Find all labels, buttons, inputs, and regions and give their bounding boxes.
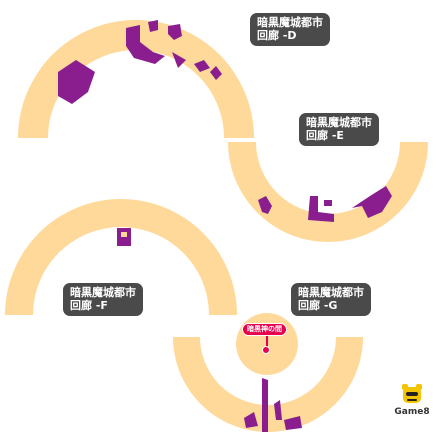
area-label-g-line2: 回廊 -G (298, 299, 338, 312)
corridor-g-ring (173, 337, 363, 432)
corridor-g (173, 337, 363, 432)
corridor-d-ring (18, 20, 254, 138)
corridor-g-block (284, 416, 302, 430)
corridor-e-ring (228, 142, 428, 242)
corridor-e (228, 142, 428, 242)
location-pin-dot (262, 346, 270, 354)
area-label-f: 暗黒魔城都市 回廊 -F (63, 283, 143, 316)
area-label-d-line2: 回廊 -D (257, 29, 297, 42)
area-label-e-line2: 回廊 -E (306, 129, 344, 142)
corridor-f-block-notch (121, 232, 127, 237)
area-label-d: 暗黒魔城都市 回廊 -D (250, 13, 330, 46)
corridor-g-block (274, 400, 282, 420)
area-label-f-line2: 回廊 -F (70, 299, 108, 312)
corridor-d-block (168, 24, 182, 40)
corridor-f-ring (5, 199, 237, 315)
corridor-e-block (324, 200, 332, 206)
area-label-d-line1: 暗黒魔城都市 (257, 16, 323, 29)
corridor-d (18, 20, 254, 138)
area-label-f-line1: 暗黒魔城都市 (70, 286, 136, 299)
corridor-f (5, 199, 237, 315)
corridor-d-block (210, 66, 222, 80)
area-label-e-line1: 暗黒魔城都市 (306, 116, 372, 129)
corridor-d-block (194, 60, 210, 72)
game8-wordmark: Game8 (394, 407, 430, 417)
location-pin-icon (266, 335, 268, 349)
corridor-d-block (126, 25, 165, 64)
area-label-g: 暗黒魔城都市 回廊 -G (291, 283, 371, 316)
corridor-g-block (244, 412, 258, 428)
corridor-e-block (308, 196, 334, 222)
corridor-d-block (148, 20, 158, 32)
corridor-d-block (172, 52, 186, 68)
game8-mascot-icon (402, 384, 422, 403)
area-label-g-line1: 暗黒魔城都市 (298, 286, 364, 299)
area-label-e: 暗黒魔城都市 回廊 -E (299, 113, 379, 146)
corridor-e-block (258, 196, 272, 214)
corridor-d-block (58, 60, 95, 104)
corridor-g-block (262, 378, 268, 432)
corridor-e-block (352, 186, 392, 218)
game8-logo: Game8 (388, 383, 436, 423)
shrine-label: 暗黒神の間 (242, 323, 287, 336)
